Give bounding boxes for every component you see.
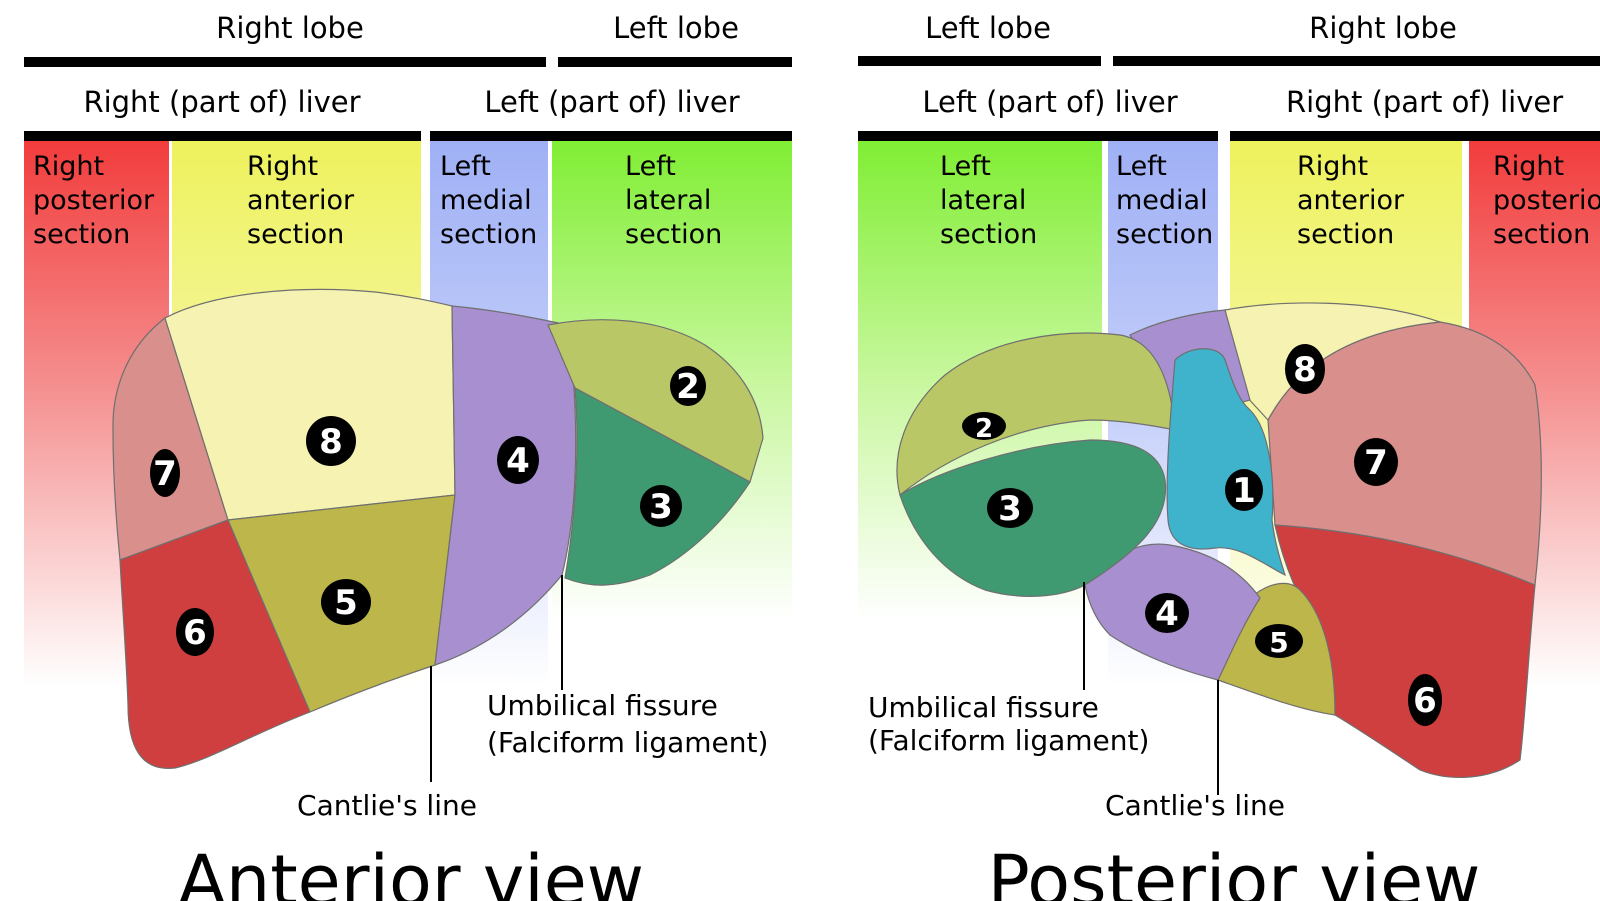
anterior-right-posterior-label: Right posterior section — [33, 151, 163, 250]
anterior-segment-4-badge — [497, 436, 539, 484]
posterior-liver-illustration — [896, 302, 1543, 778]
posterior-segment-6-badge — [1408, 674, 1442, 726]
posterior-segment-8 — [1224, 302, 1441, 422]
anterior-segment-4-number: 4 — [506, 441, 530, 481]
anterior-segment-7 — [112, 316, 229, 561]
posterior-segment-2-number: 2 — [975, 414, 993, 444]
posterior-segment-8-badge — [1285, 344, 1325, 394]
anterior-right-liver-bar — [24, 131, 421, 141]
posterior-segment-8-number: 8 — [1293, 350, 1317, 390]
anterior-segment-6-badge — [176, 608, 214, 656]
anterior-segment-7-badge — [150, 449, 180, 497]
anterior-left-medial-label: Left medial section — [440, 151, 540, 250]
posterior-falciform-ligament-label: (Falciform ligament) — [868, 724, 1149, 757]
posterior-segment-7-badge — [1354, 438, 1398, 486]
posterior-segment-3-number: 3 — [998, 489, 1022, 529]
posterior-segment-3 — [899, 439, 1167, 597]
anterior-segment-8 — [164, 288, 456, 521]
anterior-segment-7-number: 7 — [153, 454, 177, 494]
anterior-segment-2-number: 2 — [676, 367, 700, 407]
anterior-segment-3-badge — [640, 485, 682, 527]
posterior-left-lobe-bar — [858, 56, 1101, 66]
anterior-segment-5-badge — [321, 579, 371, 625]
anterior-view-title: Anterior view — [178, 840, 644, 901]
posterior-segment-1-badge — [1225, 469, 1263, 511]
anterior-right-lobe-bar — [24, 57, 546, 67]
anterior-segment-2 — [547, 319, 764, 483]
posterior-segment-3-badge — [987, 488, 1033, 528]
posterior-segment-7-number: 7 — [1364, 443, 1388, 483]
posterior-segment-2 — [896, 332, 1176, 497]
posterior-cantlies-line-label: Cantlie's line — [1105, 789, 1285, 822]
anterior-left-lobe-bar — [558, 57, 792, 67]
anterior-segment-6 — [119, 519, 311, 769]
posterior-view: Left lobe Right lobe Left (part of) live… — [858, 11, 1600, 901]
anterior-segment-numbers: 2 3 4 5 6 7 8 — [150, 366, 706, 656]
anterior-segment-2-badge — [670, 366, 706, 406]
anterior-falciform-ligament-label: (Falciform ligament) — [487, 726, 768, 759]
posterior-right-anterior-label: Right anterior section — [1297, 151, 1413, 250]
anterior-right-lobe-label: Right lobe — [216, 11, 364, 45]
posterior-right-lobe-label: Right lobe — [1309, 11, 1457, 45]
posterior-segment-6-number: 6 — [1413, 681, 1437, 721]
anterior-right-anterior-label: Right anterior section — [247, 151, 363, 250]
posterior-left-medial-label: Left medial section — [1116, 151, 1216, 250]
anterior-segment-5-number: 5 — [334, 583, 358, 623]
posterior-segment-4-number: 4 — [1155, 594, 1179, 634]
posterior-left-liver-bar — [858, 131, 1218, 141]
posterior-segment-1-number: 1 — [1232, 471, 1256, 511]
anterior-segment-8-number: 8 — [319, 422, 343, 462]
posterior-segment-5-badge — [1255, 624, 1303, 658]
anterior-left-liver-label: Left (part of) liver — [484, 85, 739, 119]
posterior-segment-2-badge — [962, 412, 1006, 440]
anterior-segment-4 — [434, 305, 577, 666]
posterior-umbilical-fissure-label: Umbilical fissure — [868, 691, 1099, 724]
posterior-segment-1 — [1166, 348, 1286, 577]
posterior-segment-5-number: 5 — [1269, 626, 1288, 659]
anterior-left-lobe-label: Left lobe — [613, 11, 739, 45]
posterior-segment-4-badge — [1145, 593, 1189, 633]
anterior-segment-3-number: 3 — [649, 487, 673, 527]
posterior-right-lobe-bar — [1113, 56, 1600, 66]
anterior-left-liver-bar — [430, 131, 792, 141]
posterior-right-posterior-label: Right posterior section — [1493, 151, 1600, 250]
posterior-left-lobe-label: Left lobe — [925, 11, 1051, 45]
posterior-right-liver-bar — [1230, 131, 1600, 141]
anterior-umbilical-fissure-label: Umbilical fissure — [487, 689, 718, 722]
posterior-right-liver-label: Right (part of) liver — [1286, 85, 1563, 119]
anterior-segment-6-number: 6 — [183, 613, 207, 653]
posterior-left-liver-label: Left (part of) liver — [922, 85, 1177, 119]
posterior-segment-numbers: 1 2 3 4 5 6 7 8 — [962, 344, 1442, 726]
posterior-left-lateral-label: Left lateral section — [940, 151, 1037, 250]
anterior-cantlies-line-label: Cantlie's line — [297, 789, 477, 822]
posterior-view-title: Posterior view — [988, 840, 1481, 901]
anterior-view: Right lobe Left lobe Right (part of) liv… — [24, 11, 792, 901]
anterior-left-lateral-label: Left lateral section — [625, 151, 722, 250]
anterior-segment-8-badge — [306, 416, 356, 466]
anterior-right-liver-label: Right (part of) liver — [83, 85, 360, 119]
